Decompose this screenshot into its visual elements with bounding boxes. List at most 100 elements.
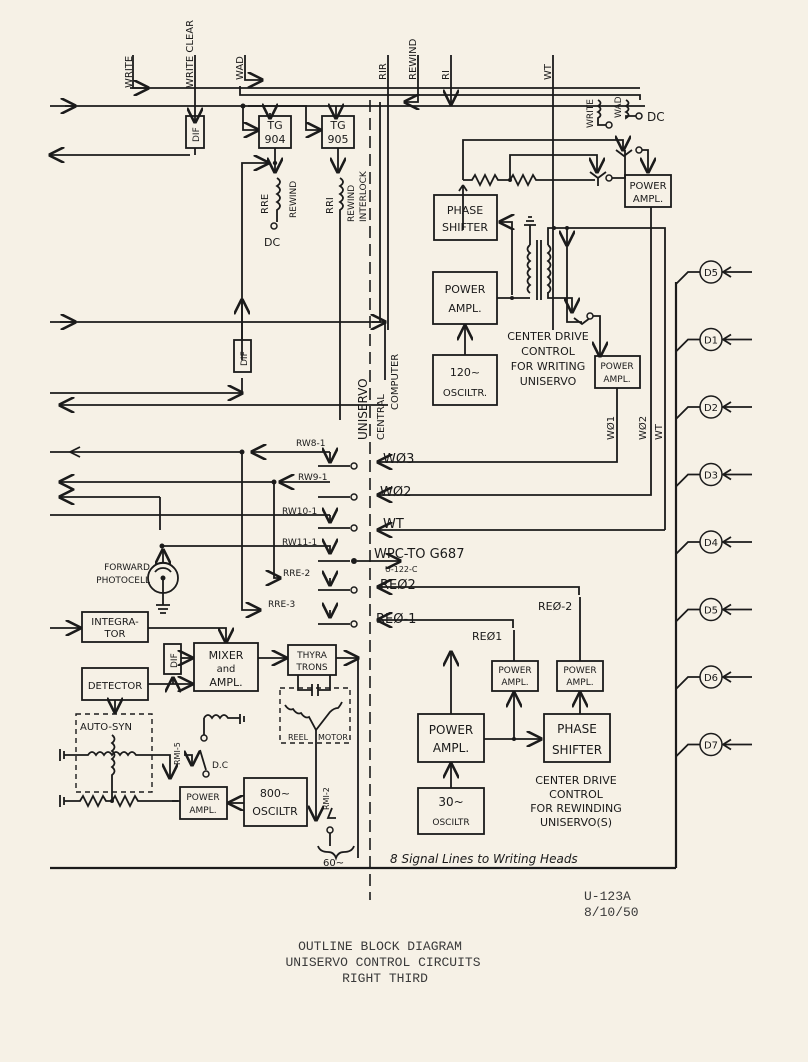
svg-text:POWER: POWER <box>429 723 473 737</box>
svg-text:RW8-1: RW8-1 <box>296 439 326 449</box>
svg-text:POWER: POWER <box>629 181 666 192</box>
title-line-2: UNISERVO CONTROL CIRCUITS <box>285 955 480 970</box>
svg-text:DIF: DIF <box>170 653 180 668</box>
integrator-block <box>81 611 149 643</box>
d-input-4: D4 <box>675 530 752 555</box>
svg-text:AMPL.: AMPL. <box>501 678 528 688</box>
svg-text:RW10-1: RW10-1 <box>282 507 317 517</box>
svg-text:RRE-3: RRE-3 <box>268 600 295 610</box>
mixer-ampl-block <box>193 642 259 692</box>
d-input-label: D2 <box>704 403 718 414</box>
svg-text:800~: 800~ <box>260 787 290 800</box>
terminal-icon <box>270 222 278 230</box>
signal-write: WRITE <box>124 56 135 88</box>
d-input-arrow <box>721 333 752 346</box>
signal-wad: WAD <box>235 56 246 80</box>
signal-write-clear: WRITE CLEAR <box>185 20 196 88</box>
svg-text:UNISERVO: UNISERVO <box>520 375 577 388</box>
d-input-arrow <box>721 401 752 413</box>
title-line-3: RIGHT THIRD <box>342 971 428 986</box>
power-ampl-top <box>624 174 672 208</box>
d-input-2: D2 <box>675 395 752 420</box>
oscillator-800 <box>243 777 308 827</box>
svg-text:8 Signal Lines to Writing Head: 8 Signal Lines to Writing Heads <box>390 852 578 866</box>
d-input-connector <box>675 271 700 285</box>
svg-text:REØ2: REØ2 <box>380 578 416 593</box>
svg-text:TG: TG <box>266 119 282 132</box>
svg-text:RW9-1: RW9-1 <box>298 473 328 483</box>
svg-text:INTEGRA-: INTEGRA- <box>91 617 139 628</box>
svg-text:TG: TG <box>329 119 345 132</box>
d-input-connector <box>675 473 700 488</box>
svg-text:AMPL.: AMPL. <box>448 302 481 315</box>
svg-text:COMPUTER: COMPUTER <box>390 354 401 410</box>
svg-text:AUTO-SYN: AUTO-SYN <box>80 722 132 733</box>
d-input-1: D1 <box>675 327 752 353</box>
svg-text:FOR WRITING: FOR WRITING <box>511 360 586 373</box>
d-input-3: D3 <box>675 462 752 488</box>
svg-text:WAD: WAD <box>614 96 624 118</box>
svg-text:CENTER DRIVE: CENTER DRIVE <box>507 330 589 343</box>
svg-text:PHOTOCELL: PHOTOCELL <box>96 576 150 586</box>
svg-text:CENTER DRIVE: CENTER DRIVE <box>535 774 617 787</box>
svg-text:AMPL.: AMPL. <box>566 678 593 688</box>
svg-text:UNISERVO(S): UNISERVO(S) <box>540 816 612 829</box>
bus-line <box>239 86 641 100</box>
svg-text:PHASE: PHASE <box>557 722 597 736</box>
d-input-connector <box>675 338 700 353</box>
svg-text:TRONS: TRONS <box>295 663 328 673</box>
svg-text:POWER: POWER <box>445 283 486 296</box>
svg-text:OSCILTR.: OSCILTR. <box>443 388 487 399</box>
svg-text:DC: DC <box>647 110 665 124</box>
svg-text:INTERLOCK: INTERLOCK <box>359 170 369 222</box>
svg-text:UNISERVO: UNISERVO <box>356 378 370 440</box>
svg-text:WØ2: WØ2 <box>637 416 649 440</box>
doc-number: U-123A <box>584 889 631 904</box>
svg-text:DIF: DIF <box>192 127 202 142</box>
d-input-connector <box>675 743 700 758</box>
d-input-label: D4 <box>704 538 718 549</box>
d-input-label: D5 <box>704 606 718 617</box>
svg-text:FORWARD: FORWARD <box>104 563 150 573</box>
d-input-connector <box>675 541 700 555</box>
svg-text:904: 904 <box>265 133 286 146</box>
svg-text:THYRA: THYRA <box>296 651 328 661</box>
doc-date: 8/10/50 <box>584 905 639 920</box>
svg-text:AMPL.: AMPL. <box>603 375 630 385</box>
svg-text:AMPL.: AMPL. <box>209 676 242 689</box>
resistor-icon <box>59 793 178 809</box>
svg-text:POWER: POWER <box>498 666 531 676</box>
svg-text:REEL: REEL <box>288 733 309 742</box>
svg-text:POWER: POWER <box>563 666 596 676</box>
svg-text:WØ2: WØ2 <box>380 485 411 500</box>
power-ampl-re1 <box>491 660 539 692</box>
svg-text:CONTROL: CONTROL <box>521 345 576 358</box>
write-relay-coil-icon <box>596 99 606 126</box>
d-input-label: D3 <box>704 471 718 482</box>
svg-text:AMPL.: AMPL. <box>433 741 469 755</box>
svg-text:WT: WT <box>383 517 404 532</box>
svg-text:WT: WT <box>654 423 665 440</box>
rre-coil-icon <box>275 177 281 222</box>
svg-text:MOTOR: MOTOR <box>318 733 348 742</box>
d-input-arrow <box>721 603 752 616</box>
signal-rir: RIR <box>378 63 389 80</box>
svg-text:RRE-2: RRE-2 <box>283 569 310 579</box>
svg-text:WØ1: WØ1 <box>605 416 617 440</box>
phase-shifter-low <box>543 713 611 763</box>
signal-rewind: REWIND <box>408 38 419 80</box>
svg-text:OSCILTR: OSCILTR <box>252 805 298 818</box>
rmi5-coil-icon <box>203 714 245 724</box>
svg-text:OSCILTR: OSCILTR <box>432 818 469 828</box>
reel-motor-windings-icon <box>284 701 343 732</box>
svg-text:AMPL.: AMPL. <box>189 806 216 816</box>
svg-text:RMI-5: RMI-5 <box>173 742 182 765</box>
svg-text:RMI-2: RMI-2 <box>322 787 331 810</box>
power-ampl-low <box>179 786 228 820</box>
svg-text:PHASE: PHASE <box>447 204 483 217</box>
relay-contacts <box>50 447 400 628</box>
d-input-arrow <box>721 536 752 548</box>
wad-relay-coil-icon <box>624 99 636 120</box>
